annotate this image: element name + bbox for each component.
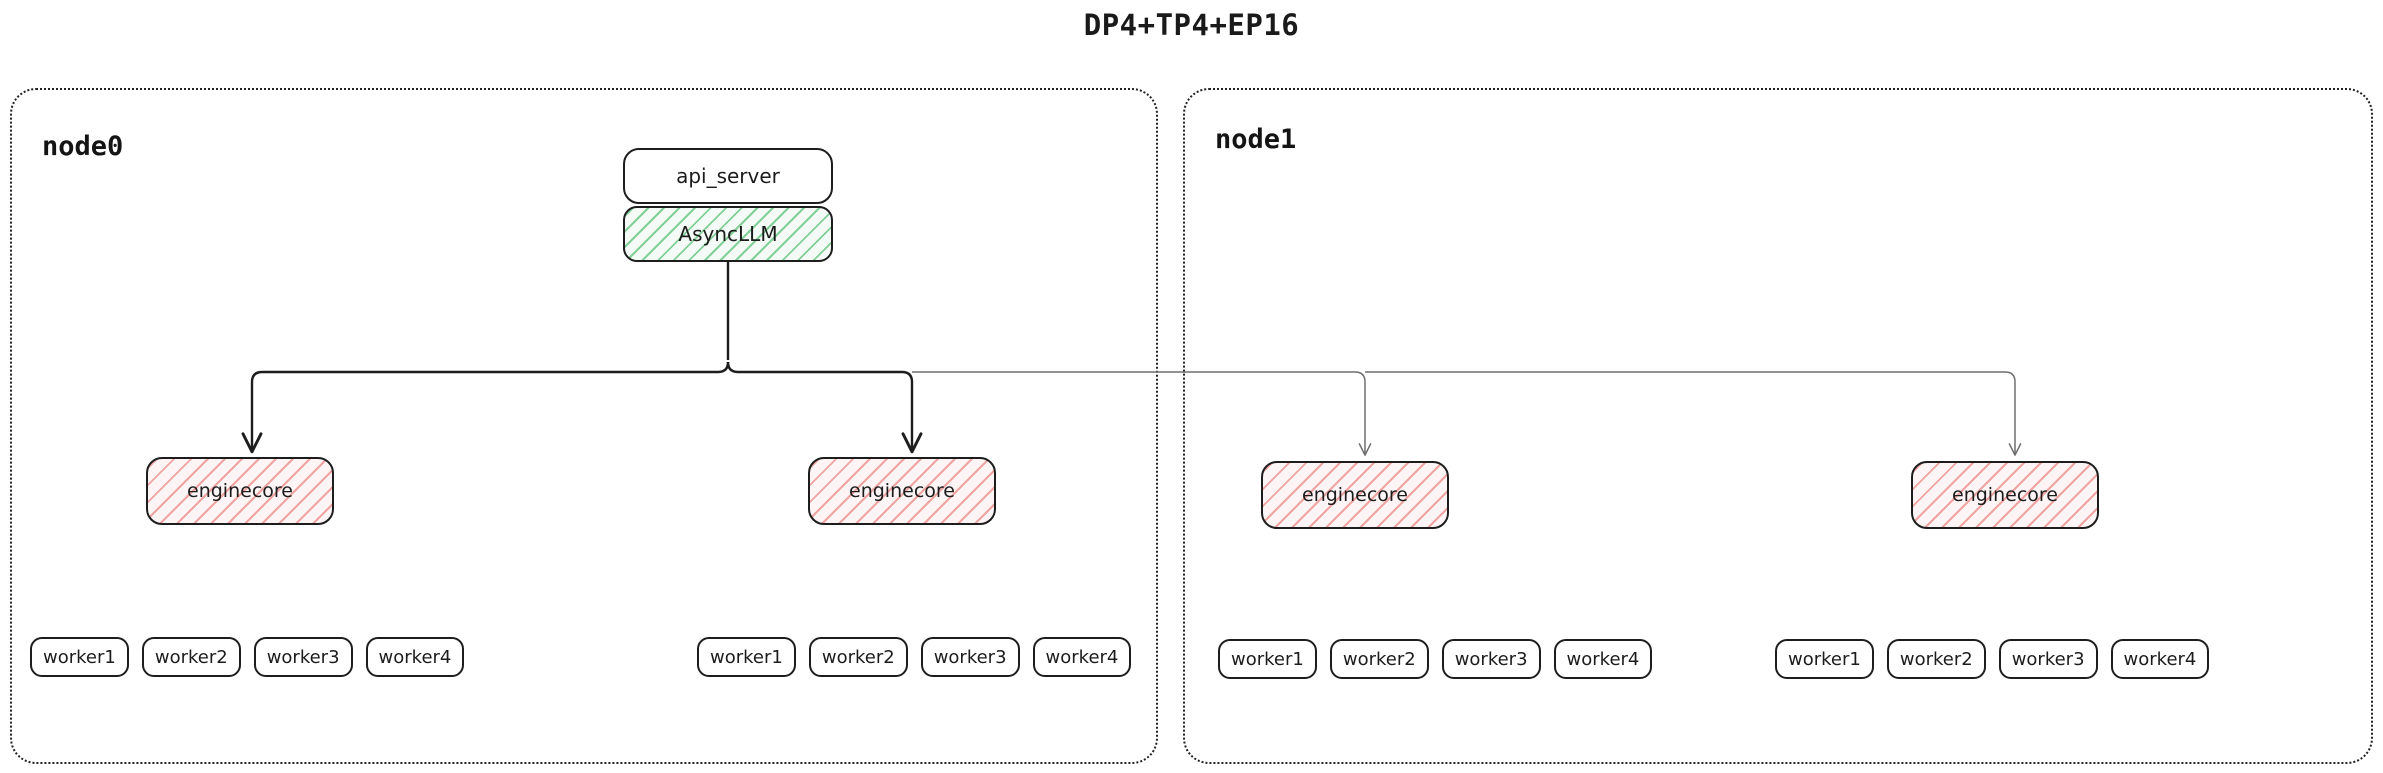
box-enginecore[interactable]: enginecore — [1261, 461, 1449, 529]
box-worker[interactable]: worker4 — [1553, 639, 1653, 679]
node-label-node0: node0 — [42, 131, 124, 162]
worker-row: worker1 worker2 worker3 worker4 — [30, 637, 465, 677]
box-enginecore[interactable]: enginecore — [1911, 461, 2099, 529]
box-async-llm[interactable]: AsyncLLM — [623, 206, 833, 262]
box-worker[interactable]: worker1 — [1775, 639, 1874, 679]
box-worker[interactable]: worker3 — [1998, 639, 2098, 679]
box-api-server[interactable]: api_server — [623, 148, 833, 204]
box-worker[interactable]: worker1 — [1218, 639, 1317, 679]
node-group-node1 — [1183, 88, 2373, 764]
box-worker[interactable]: worker3 — [253, 637, 353, 677]
box-worker[interactable]: worker1 — [30, 637, 129, 677]
box-worker[interactable]: worker2 — [141, 637, 241, 677]
worker-row: worker1 worker2 worker3 worker4 — [697, 637, 1132, 677]
node-group-node0 — [10, 88, 1158, 764]
box-enginecore[interactable]: enginecore — [808, 457, 996, 525]
box-enginecore[interactable]: enginecore — [146, 457, 334, 525]
worker-row: worker1 worker2 worker3 worker4 — [1218, 639, 1653, 679]
box-worker[interactable]: worker3 — [1441, 639, 1541, 679]
page-title: DP4+TP4+EP16 — [1083, 8, 1300, 42]
box-worker[interactable]: worker4 — [1032, 637, 1132, 677]
box-worker[interactable]: worker1 — [697, 637, 796, 677]
box-worker[interactable]: worker2 — [1329, 639, 1429, 679]
box-worker[interactable]: worker2 — [808, 637, 908, 677]
node-label-node1: node1 — [1215, 124, 1297, 155]
box-worker[interactable]: worker3 — [920, 637, 1020, 677]
box-worker[interactable]: worker2 — [1886, 639, 1986, 679]
box-worker[interactable]: worker4 — [2110, 639, 2210, 679]
worker-row: worker1 worker2 worker3 worker4 — [1775, 639, 2210, 679]
box-worker[interactable]: worker4 — [365, 637, 465, 677]
